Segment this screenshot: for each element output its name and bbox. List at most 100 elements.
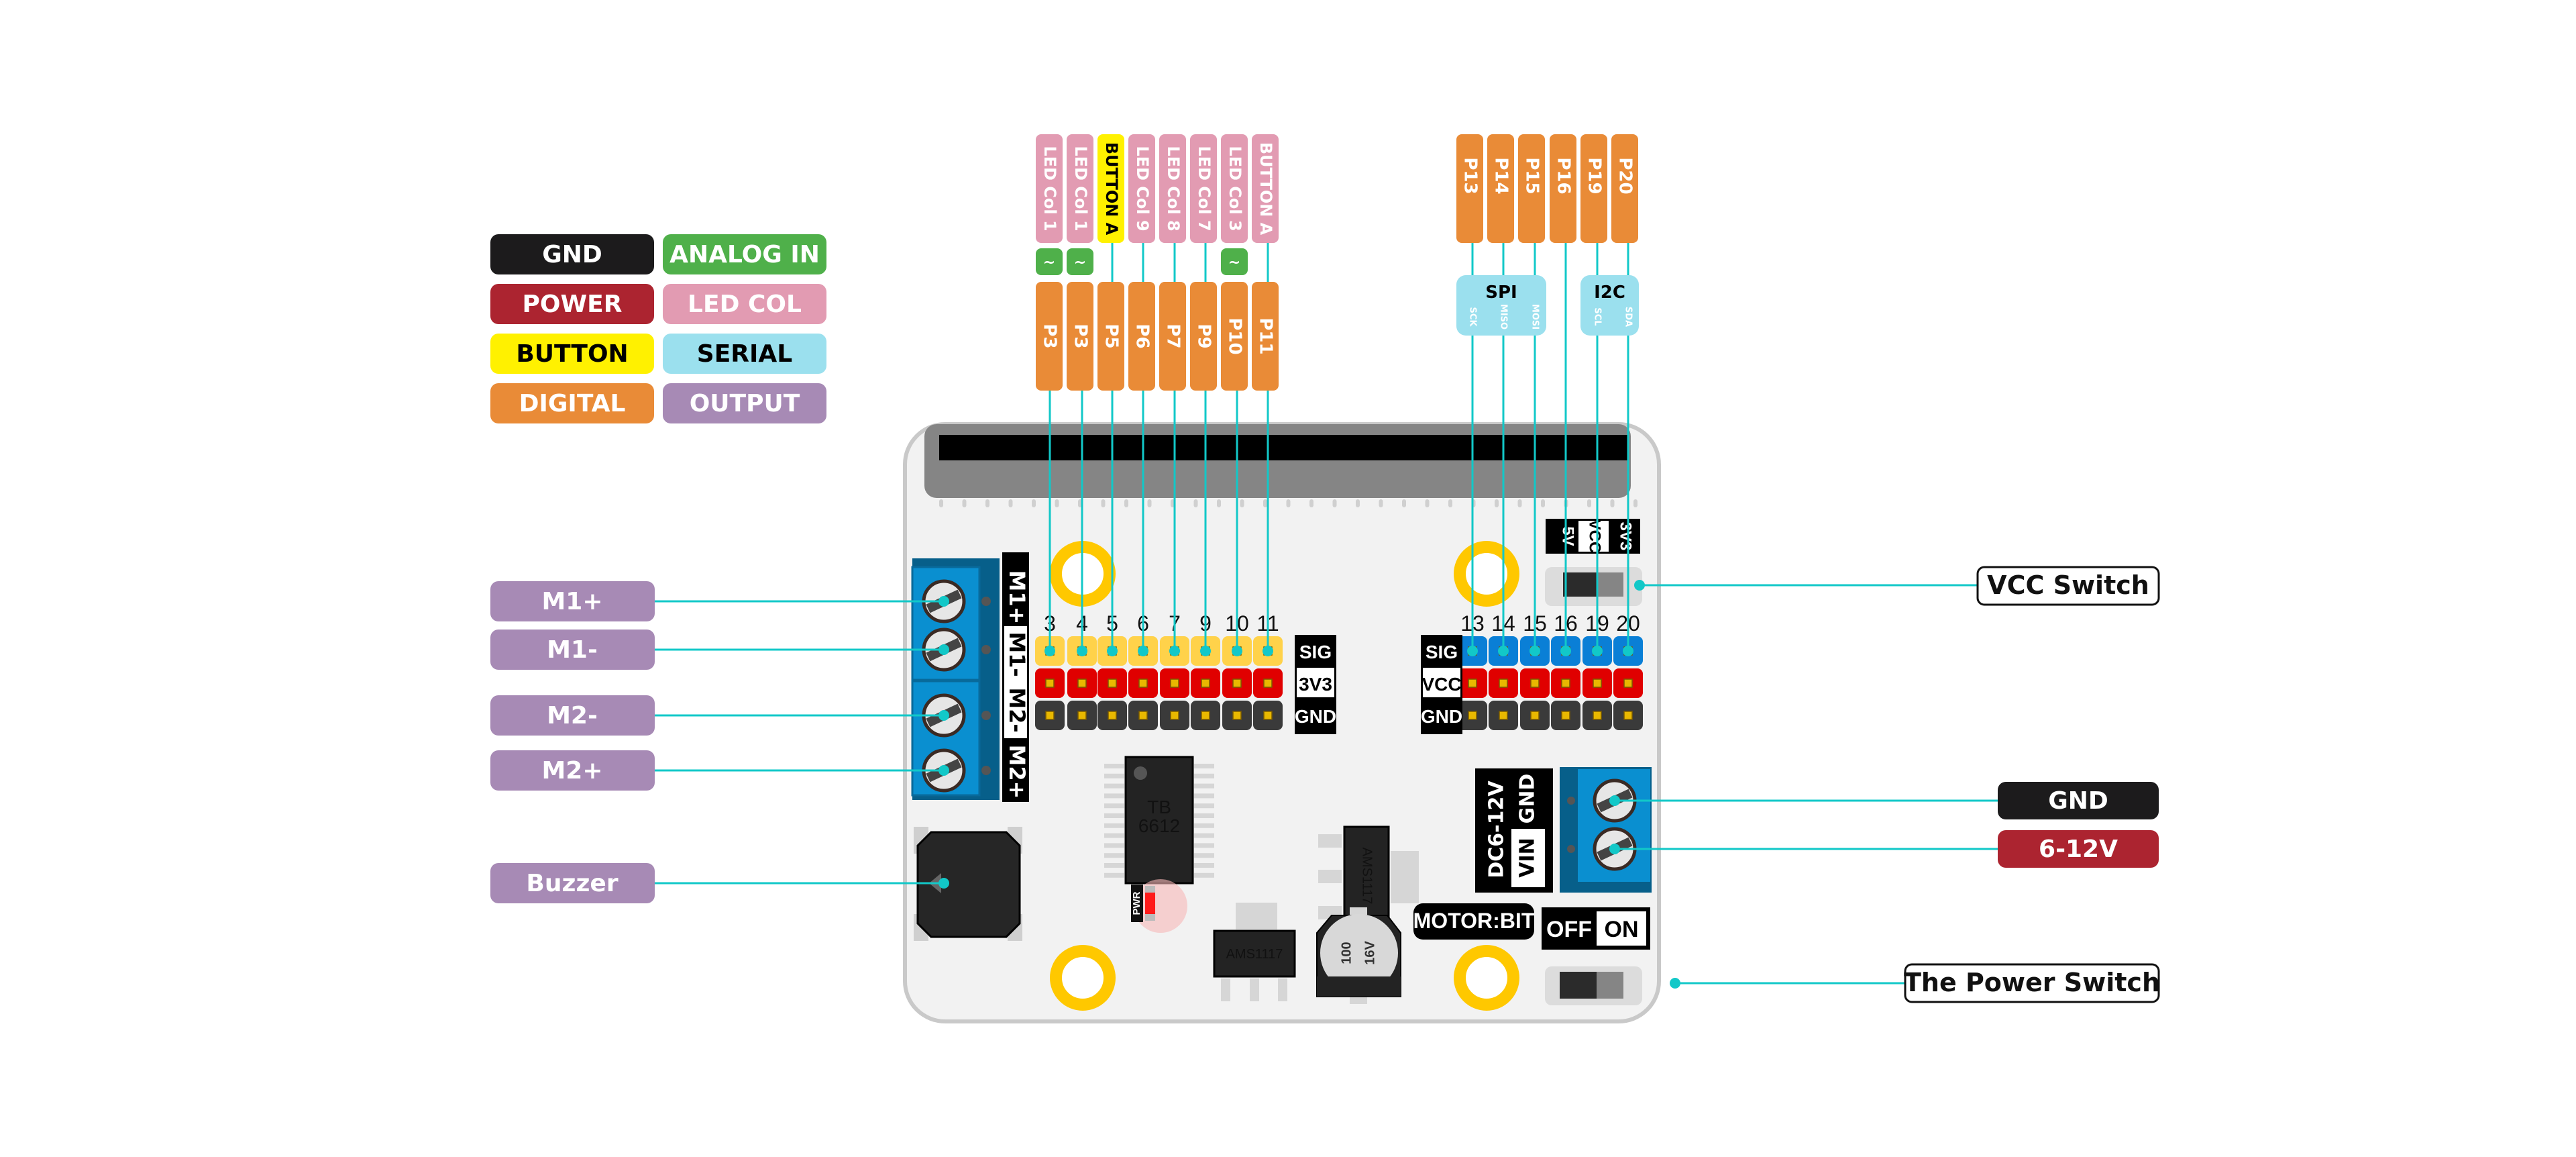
power-vin-label: VIN — [1516, 838, 1540, 878]
leader-dot — [1592, 646, 1603, 656]
digital-pin-label: P10 — [1221, 282, 1248, 391]
connector-tooth — [1495, 499, 1499, 507]
callout-vin-bg — [1998, 830, 2159, 868]
chip-pin — [1194, 843, 1214, 848]
vcc-select-3v3: 3V3 — [1617, 522, 1635, 551]
right-pin-label: P16 — [1550, 134, 1576, 243]
digital-pin-bg — [1487, 134, 1514, 243]
motor-terminal-label: M1- — [1004, 632, 1030, 676]
pin — [1077, 711, 1087, 720]
legend-item-serial: SERIAL — [663, 334, 826, 374]
callout-label: M2+ — [541, 757, 602, 785]
top-label-7: LED Col 3 — [1221, 134, 1248, 243]
digital-pin-text: P20 — [1615, 157, 1635, 194]
callout-vin: 6-12V — [1998, 830, 2159, 868]
callout-gnd-label: GND — [2048, 787, 2108, 815]
digital-pin-bg — [1190, 282, 1217, 391]
connector-tooth — [1193, 499, 1198, 507]
analog-badge: ~ — [1221, 248, 1248, 275]
connector-tooth — [1517, 499, 1522, 507]
connector-tooth — [1379, 499, 1383, 507]
connector-tooth — [1309, 499, 1313, 507]
digital-pin-text: P15 — [1522, 157, 1542, 194]
connector-tooth — [1633, 499, 1638, 507]
top-label-bg — [1128, 134, 1155, 243]
power-gnd-label: GND — [1516, 774, 1540, 824]
header-row-label-vcc: VCC — [1421, 674, 1461, 695]
switch-on-label: ON — [1605, 917, 1639, 942]
pin — [1263, 711, 1273, 720]
pin — [1232, 678, 1242, 688]
legend-swatch — [663, 383, 826, 423]
chip-pin — [1104, 823, 1124, 828]
top-label-bg — [1067, 134, 1093, 243]
digital-pin-bg — [1097, 282, 1124, 391]
capacitor: 100 16V — [1316, 907, 1401, 1004]
legend-item-led-col: LED COL — [663, 284, 826, 324]
connector-tooth — [1147, 499, 1152, 507]
chip-pin — [1104, 813, 1124, 818]
leader-dot — [1609, 844, 1620, 854]
callout-gnd: GND — [1998, 782, 2159, 819]
header-row-label-sig: SIG — [1299, 642, 1332, 662]
top-label-6: LED Col 7 — [1190, 134, 1217, 243]
callout-bg — [490, 695, 655, 736]
power-input-label: DC6-12V VIN GND — [1475, 768, 1553, 893]
power-led: PWR — [1131, 879, 1187, 933]
connector-tooth — [1587, 499, 1591, 507]
leader-dot — [1044, 646, 1055, 656]
callout-m2: M2+ — [490, 750, 655, 791]
digital-pin-bg — [1456, 134, 1483, 243]
connector-tooth — [1101, 499, 1106, 507]
top-label-bg — [1159, 134, 1186, 243]
digital-pin-label: P5 — [1097, 282, 1124, 391]
top-label-2: LED Col 1 — [1067, 134, 1093, 243]
digital-pin-label: P3 — [1067, 282, 1093, 391]
pin — [1530, 711, 1540, 720]
buzzer — [914, 827, 1022, 941]
legend-label: ANALOG IN — [669, 241, 820, 268]
analog-badge-bg — [1221, 248, 1248, 275]
top-label-bg — [1221, 134, 1248, 243]
digital-pin-bg — [1128, 282, 1155, 391]
pin — [1170, 678, 1179, 688]
connector-tooth — [1286, 499, 1291, 507]
legend-label: LED COL — [688, 291, 802, 318]
power-switch[interactable]: OFF ON — [1542, 907, 1650, 1005]
right-pin-label: P20 — [1611, 134, 1638, 243]
digital-pin-label: P7 — [1159, 282, 1186, 391]
legend-swatch — [663, 334, 826, 374]
callout-power-switch-label: The Power Switch — [1904, 968, 2160, 997]
leader-dot — [1529, 646, 1540, 656]
top-label-text: LED Col 3 — [1226, 146, 1244, 231]
chip-pin — [1104, 803, 1124, 809]
vcc-select-switch[interactable]: 5V VCC 3V3 — [1545, 519, 1642, 606]
pin — [1138, 711, 1148, 720]
pin — [1623, 678, 1633, 688]
pin — [1561, 678, 1570, 688]
pwr-led-label: PWR — [1131, 891, 1142, 915]
digital-pin-bg — [1518, 134, 1545, 243]
vcc-select-5v: 5V — [1559, 526, 1577, 546]
top-label-3: BUTTON A — [1097, 134, 1124, 243]
chip-pin — [1194, 823, 1214, 828]
connector-tooth — [1032, 499, 1036, 507]
header-row-label-bg — [1297, 668, 1334, 697]
connector-tooth — [1541, 499, 1545, 507]
chip-pin — [1104, 863, 1124, 868]
leader-dot — [1609, 795, 1620, 806]
digital-pin-text: P13 — [1460, 157, 1481, 194]
digital-pin-bg — [1221, 282, 1248, 391]
spi-box-signal: MISO — [1499, 304, 1509, 330]
callout-buzzer: Buzzer — [490, 863, 655, 903]
digital-pin-bg — [1252, 282, 1279, 391]
leader-dot — [1670, 978, 1680, 989]
pin — [1170, 711, 1179, 720]
leader-dot — [1107, 646, 1118, 656]
digital-pin-bg — [1036, 282, 1063, 391]
leader-dot — [1634, 580, 1645, 591]
connector-tooth — [1402, 499, 1406, 507]
